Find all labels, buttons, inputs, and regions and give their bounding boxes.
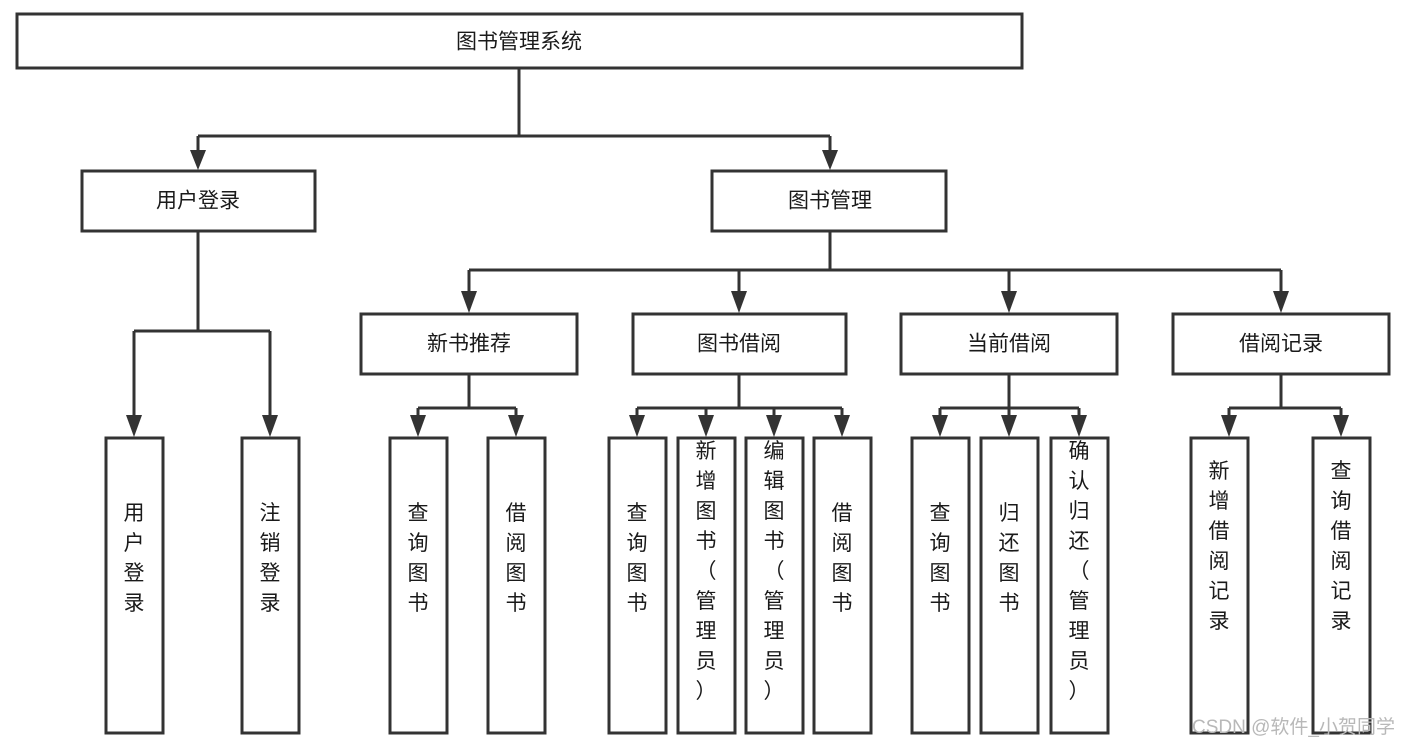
arrow-head-leaf-query-book-3 [932, 415, 948, 437]
leaf-borrow-book-2[interactable]: 借阅图书 [812, 436, 873, 735]
leaf-logout-login-box[interactable] [240, 436, 301, 735]
node-book-borrow[interactable]: 图书借阅 [631, 312, 848, 376]
node-root-label: 图书管理系统 [456, 31, 582, 54]
node-new-book-recommend-label: 新书推荐 [427, 333, 511, 356]
arrow-head-leaf-query-book-1 [410, 415, 426, 437]
leaf-query-book-1-box[interactable] [388, 436, 449, 735]
node-user-login-label: 用户登录 [156, 190, 240, 213]
leaf-query-book-2-box[interactable] [607, 436, 668, 735]
arrow-head-leaf-user-login [126, 415, 142, 437]
node-user-login-box[interactable] [80, 169, 317, 233]
leaf-query-book-1[interactable]: 查询图书 [388, 436, 449, 735]
leaf-logout-login[interactable]: 注销登录 [240, 436, 301, 735]
leaf-query-record[interactable]: 查询借阅记录 [1311, 436, 1372, 735]
node-borrow-record[interactable]: 借阅记录 [1171, 312, 1391, 376]
leaf-query-book-2-label: 查询图书 [627, 502, 648, 615]
leaf-query-book-3-label: 查询图书 [930, 502, 951, 615]
node-current-borrow-label: 当前借阅 [967, 333, 1051, 356]
leaf-return-book-label: 归还图书 [999, 502, 1020, 615]
leaf-add-book[interactable]: 新增图书（管理员） [676, 436, 737, 735]
node-root-box[interactable] [15, 12, 1024, 70]
arrow-head-borrow-record [1273, 291, 1289, 313]
arrow-head-leaf-borrow-book-2 [834, 415, 850, 437]
arrow-head-new-book-recommend [461, 291, 477, 313]
leaf-return-book-box[interactable] [979, 436, 1040, 735]
node-root[interactable]: 图书管理系统 [15, 12, 1024, 70]
connector-layer [126, 68, 1349, 437]
node-book-manage-box[interactable] [710, 169, 948, 233]
leaf-confirm-return-box[interactable] [1049, 436, 1110, 735]
node-book-borrow-label: 图书借阅 [697, 333, 781, 356]
leaf-user-login-label: 用户登录 [124, 502, 145, 615]
leaf-add-book-box[interactable] [676, 436, 737, 735]
leaf-borrow-book-1[interactable]: 借阅图书 [486, 436, 547, 735]
leaf-edit-book-label: 编辑图书（管理员） [764, 440, 785, 703]
arrow-head-leaf-add-book [698, 415, 714, 437]
arrow-head-leaf-query-record [1333, 415, 1349, 437]
arrow-head-leaf-edit-book [766, 415, 782, 437]
node-borrow-record-box[interactable] [1171, 312, 1391, 376]
leaf-borrow-book-2-label: 借阅图书 [832, 502, 853, 615]
arrow-head-leaf-query-book-2 [629, 415, 645, 437]
arrow-head-leaf-add-record [1221, 415, 1237, 437]
leaf-borrow-book-1-box[interactable] [486, 436, 547, 735]
csdn-watermark: CSDN @软件_小贺同学 [1192, 716, 1395, 738]
arrow-head-current-borrow [1001, 291, 1017, 313]
leaf-edit-book[interactable]: 编辑图书（管理员） [744, 436, 805, 735]
arrow-head-book-manage [822, 150, 838, 170]
leaf-return-book[interactable]: 归还图书 [979, 436, 1040, 735]
arrow-head-user-login [190, 150, 206, 170]
leaf-confirm-return-label: 确认归还（管理员） [1069, 440, 1090, 703]
leaf-query-book-3-box[interactable] [910, 436, 971, 735]
arrow-head-leaf-borrow-book-1 [508, 415, 524, 437]
leaf-edit-book-box[interactable] [744, 436, 805, 735]
arrow-head-leaf-confirm-return [1071, 415, 1087, 437]
leaf-query-record-box[interactable] [1311, 436, 1372, 735]
leaf-add-book-label: 新增图书（管理员） [696, 440, 717, 703]
node-book-borrow-box[interactable] [631, 312, 848, 376]
node-book-manage[interactable]: 图书管理 [710, 169, 948, 233]
leaf-add-record-label: 新增借阅记录 [1209, 460, 1230, 633]
arrow-head-leaf-logout-login [262, 415, 278, 437]
leaf-query-book-3[interactable]: 查询图书 [910, 436, 971, 735]
node-new-book-recommend-box[interactable] [359, 312, 579, 376]
leaf-borrow-book-1-label: 借阅图书 [506, 502, 527, 615]
leaf-query-book-1-label: 查询图书 [408, 502, 429, 615]
node-user-login[interactable]: 用户登录 [80, 169, 317, 233]
leaf-add-record[interactable]: 新增借阅记录 [1189, 436, 1250, 735]
leaf-confirm-return[interactable]: 确认归还（管理员） [1049, 436, 1110, 735]
leaf-user-login-box[interactable] [104, 436, 165, 735]
node-current-borrow-box[interactable] [899, 312, 1119, 376]
arrow-head-book-borrow [731, 291, 747, 313]
node-new-book-recommend[interactable]: 新书推荐 [359, 312, 579, 376]
arrow-head-leaf-return-book [1001, 415, 1017, 437]
node-book-manage-label: 图书管理 [788, 190, 872, 213]
leaf-query-record-label: 查询借阅记录 [1331, 460, 1352, 633]
leaf-logout-login-label: 注销登录 [260, 502, 281, 615]
node-borrow-record-label: 借阅记录 [1239, 333, 1323, 356]
leaf-user-login[interactable]: 用户登录 [104, 436, 165, 735]
leaf-borrow-book-2-box[interactable] [812, 436, 873, 735]
node-current-borrow[interactable]: 当前借阅 [899, 312, 1119, 376]
leaf-query-book-2[interactable]: 查询图书 [607, 436, 668, 735]
leaf-add-record-box[interactable] [1189, 436, 1250, 735]
